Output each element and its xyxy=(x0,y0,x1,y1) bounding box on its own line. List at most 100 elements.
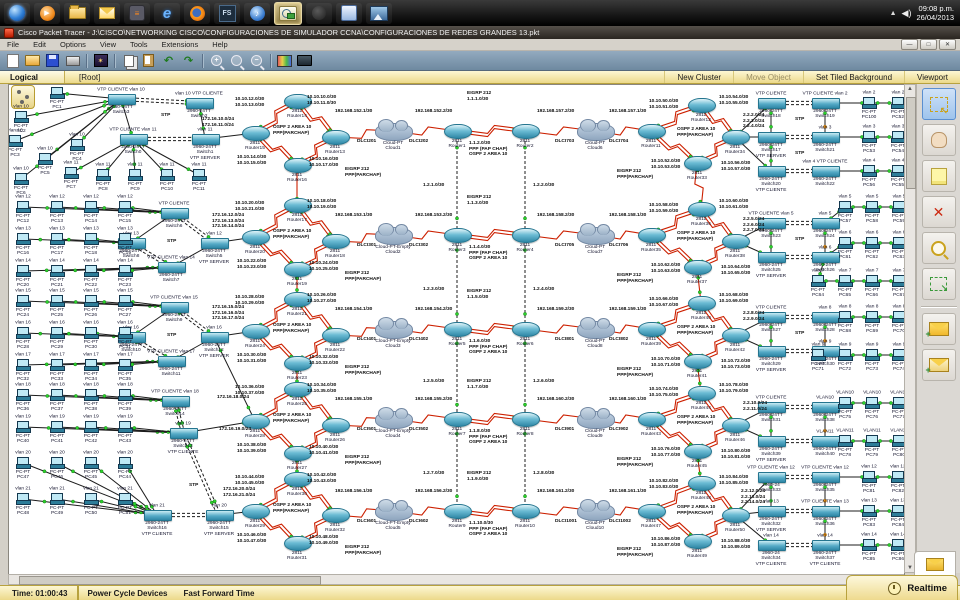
link-r35-r37[interactable] xyxy=(651,233,699,267)
root-breadcrumb[interactable]: [Root] xyxy=(79,72,101,82)
drawing-palette-button[interactable] xyxy=(276,53,293,68)
taskbar-icon-itunes[interactable]: ♪ xyxy=(244,2,270,24)
custom-devices-button[interactable] xyxy=(296,53,313,68)
menu-view[interactable]: View xyxy=(99,40,117,49)
taskbar-icon-firefox[interactable] xyxy=(184,2,210,24)
link-r24-r23[interactable] xyxy=(253,331,297,365)
link-r1-r2[interactable] xyxy=(456,128,526,138)
link-r21-r22[interactable] xyxy=(297,297,337,335)
undo-button[interactable]: ↶ xyxy=(160,53,177,68)
link-r47-r48[interactable] xyxy=(650,481,701,511)
link-sw2-sw1[interactable] xyxy=(198,102,206,140)
set-tiled-background-button[interactable]: Set Tiled Background xyxy=(802,71,904,83)
taskbar-icon-internet-explorer[interactable]: e xyxy=(154,2,180,24)
taskbar-icon-outlook-mail[interactable] xyxy=(94,2,120,24)
new-button[interactable] xyxy=(4,53,21,68)
vertical-scrollbar[interactable]: ▲ ▼ xyxy=(904,84,916,573)
link-r3-r4[interactable] xyxy=(456,228,526,238)
link-r7-r8[interactable] xyxy=(456,416,526,426)
link-r24-r23[interactable] xyxy=(255,329,299,363)
taskbar-icon-fs-app[interactable]: FS xyxy=(214,2,240,24)
link-r47-r49[interactable] xyxy=(651,509,699,541)
link-r5-r6[interactable] xyxy=(456,322,526,332)
link-r9-r10[interactable] xyxy=(456,508,526,518)
link-r47-r49[interactable] xyxy=(649,511,697,543)
taskbar-icon-start-orb[interactable] xyxy=(4,2,30,24)
add-simple-pdu-tool[interactable] xyxy=(921,313,956,345)
realtime-mode-tab[interactable]: Realtime xyxy=(846,575,958,600)
menu-options[interactable]: Options xyxy=(60,40,86,49)
link-r12-r34[interactable] xyxy=(701,103,737,137)
link-r43-r45[interactable] xyxy=(649,419,697,453)
link-r12-r34[interactable] xyxy=(699,105,735,139)
menu-file[interactable]: File xyxy=(7,40,20,49)
link-r44-r46[interactable] xyxy=(701,391,737,425)
zoom-in-button[interactable]: + xyxy=(208,53,225,68)
menu-extensions[interactable]: Extensions xyxy=(161,40,199,49)
link-r28-r27[interactable] xyxy=(253,421,297,455)
link-r9-r10[interactable] xyxy=(456,504,526,514)
link-r39-r41[interactable] xyxy=(649,329,697,363)
close-button[interactable]: ✕ xyxy=(939,39,956,50)
link-r33-r36[interactable] xyxy=(694,162,704,210)
redo-button[interactable]: ↷ xyxy=(180,53,197,68)
inspect-tool[interactable] xyxy=(921,232,956,264)
link-r11-r33[interactable] xyxy=(651,129,699,163)
taskbar-icon-vmware[interactable]: ≡ xyxy=(124,2,150,24)
zoom-out-button[interactable]: − xyxy=(248,53,265,68)
link-r20-r19[interactable] xyxy=(253,237,297,271)
volume-icon[interactable]: ◀) xyxy=(901,7,912,18)
restore-button[interactable]: □ xyxy=(920,39,937,50)
power-cycle-button[interactable]: Power Cycle Devices xyxy=(87,588,168,598)
horizontal-scroll-thumb[interactable] xyxy=(19,576,321,585)
place-note-tool[interactable] xyxy=(921,160,956,192)
link-r25-r26[interactable] xyxy=(297,387,337,425)
link-r25-r26[interactable] xyxy=(295,389,335,427)
tray-clock[interactable]: 09:08 p.m. 26/04/2013 xyxy=(916,4,954,23)
link-r14-r13[interactable] xyxy=(295,101,335,139)
link-r7-r8[interactable] xyxy=(456,412,526,422)
scroll-up-arrow[interactable]: ▲ xyxy=(907,86,913,92)
link-r36-r38[interactable] xyxy=(699,209,735,243)
viewport-button[interactable]: Viewport xyxy=(904,71,960,83)
link-r30-r32[interactable] xyxy=(297,477,337,515)
select-tool[interactable] xyxy=(921,88,956,120)
link-r28-r27[interactable] xyxy=(255,419,299,453)
zoom-reset-button[interactable] xyxy=(228,53,245,68)
print-button[interactable] xyxy=(64,53,81,68)
open-button[interactable] xyxy=(24,53,41,68)
link-r29-r31[interactable] xyxy=(255,509,299,543)
window-title-bar[interactable]: Cisco Packet Tracer - J:\CISCO\NETWORKIN… xyxy=(0,26,960,39)
link-r40-r42[interactable] xyxy=(699,303,735,337)
link-r1-r2[interactable] xyxy=(456,124,526,134)
pdu-list-panel[interactable] xyxy=(914,551,956,577)
fast-forward-button[interactable]: Fast Forward Time xyxy=(183,588,255,598)
link-r14-r13[interactable] xyxy=(297,99,337,137)
taskbar-icon-photo-viewer[interactable] xyxy=(366,2,392,24)
resize-shape-tool[interactable] xyxy=(921,268,956,300)
copy-button[interactable] xyxy=(120,53,137,68)
link-r44-r46[interactable] xyxy=(699,393,735,427)
link-r3-r4[interactable] xyxy=(456,232,526,242)
menu-tools[interactable]: Tools xyxy=(130,40,148,49)
link-r17-r18[interactable] xyxy=(297,203,337,241)
link-r29-r31[interactable] xyxy=(253,511,297,545)
delete-tool[interactable]: ✕ xyxy=(921,196,956,228)
link-r21-r22[interactable] xyxy=(295,299,335,337)
paste-button[interactable] xyxy=(140,53,157,68)
link-r48-r50[interactable] xyxy=(701,481,737,515)
taskbar-icon-inactive-app[interactable] xyxy=(306,2,332,24)
link-r15-r16[interactable] xyxy=(255,131,299,165)
link-r39-r41[interactable] xyxy=(651,327,699,361)
scroll-down-arrow[interactable]: ▼ xyxy=(907,565,913,571)
link-r40-r42[interactable] xyxy=(701,301,737,335)
link-r5-r6[interactable] xyxy=(456,326,526,336)
taskbar-icon-packet-tracer[interactable] xyxy=(274,1,302,25)
link-r36-r38[interactable] xyxy=(701,207,737,241)
link-r20-r19[interactable] xyxy=(255,235,299,269)
taskbar-icon-media-player[interactable]: ▶ xyxy=(34,2,60,24)
move-layout-tool[interactable] xyxy=(921,124,956,156)
activity-wizard-button[interactable]: ✶ xyxy=(92,53,109,68)
save-button[interactable] xyxy=(44,53,61,68)
